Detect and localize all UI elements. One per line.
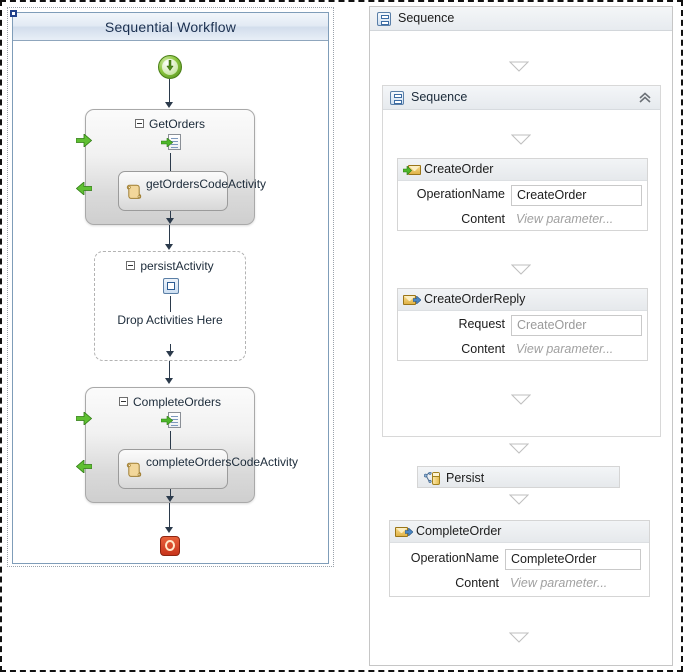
- start-icon[interactable]: [158, 55, 182, 79]
- activity-createorder[interactable]: CreateOrder OperationName CreateOrder Co…: [397, 158, 648, 231]
- activity-createorderreply-header[interactable]: CreateOrderReply: [398, 289, 647, 311]
- connector-arrow: [165, 102, 173, 108]
- activity-persistactivity[interactable]: persistActivity Drop Activities Here: [94, 251, 246, 361]
- drop-target-triangle[interactable]: [511, 264, 531, 275]
- scroll-glyph: [126, 462, 142, 477]
- sequence-icon: [377, 12, 391, 26]
- activity-getorderscodeactivity[interactable]: getOrdersCodeActivity: [118, 171, 267, 211]
- field-row-content[interactable]: Content View parameter...: [398, 209, 647, 235]
- sequence-icon: [390, 91, 404, 105]
- activity-getorders[interactable]: GetOrders: [76, 109, 267, 225]
- drop-target-triangle[interactable]: [509, 443, 529, 454]
- start-arrow-glyph: [166, 60, 174, 71]
- drop-target-triangle[interactable]: [509, 494, 529, 505]
- activity-completeorders-title: CompleteOrders: [86, 395, 254, 409]
- field-label: Content: [461, 342, 505, 356]
- persist-icon: [424, 471, 441, 486]
- legacy-workflow-body[interactable]: GetOrders: [13, 41, 328, 563]
- activity-completeorder-label: CompleteOrder: [416, 524, 502, 538]
- legacy-workflow-canvas[interactable]: Sequential Workflow GetOrders: [12, 12, 329, 564]
- activity-getorders-title: GetOrders: [86, 117, 254, 131]
- field-row-operationname[interactable]: OperationName CreateOrder: [398, 183, 647, 209]
- activity-createorder-label: CreateOrder: [424, 162, 494, 176]
- drop-target-triangle[interactable]: [511, 134, 531, 145]
- drop-target-triangle[interactable]: [509, 632, 529, 643]
- receive-envelope-icon: [403, 164, 421, 176]
- field-value-input[interactable]: CreateOrder: [511, 315, 642, 336]
- drop-activities-hint: Drop Activities Here: [117, 313, 223, 327]
- activity-createorder-header[interactable]: CreateOrder: [398, 159, 647, 181]
- field-row-operationname[interactable]: OperationName CompleteOrder: [390, 547, 649, 573]
- field-value-input[interactable]: CreateOrder: [511, 185, 642, 206]
- activity-createorderreply[interactable]: CreateOrderReply Request CreateOrder Con…: [397, 288, 648, 361]
- field-row-request[interactable]: Request CreateOrder: [398, 313, 647, 339]
- activity-persist-label: Persist: [446, 471, 485, 485]
- field-row-content[interactable]: Content View parameter...: [398, 339, 647, 365]
- code-activity-scroll-icon: [126, 183, 143, 200]
- field-label: Content: [461, 212, 505, 226]
- sendreply-envelope-icon: [403, 294, 421, 306]
- field-label: Content: [455, 576, 499, 590]
- activity-completeorderscodeactivity[interactable]: completeOrdersCodeActivity: [118, 449, 299, 489]
- blue-out-arrow-glyph: [413, 296, 421, 304]
- activity-getorderscodeactivity-label: getOrdersCodeActivity: [146, 177, 267, 191]
- green-arrow-left-icon: [76, 412, 92, 425]
- sendreply-envelope-icon: [395, 526, 413, 538]
- green-arrow-glyph: [161, 138, 173, 147]
- drop-target-triangle[interactable]: [511, 394, 531, 405]
- view-parameter-link[interactable]: View parameter...: [516, 212, 614, 226]
- inner-sequence-header[interactable]: Sequence: [383, 86, 660, 110]
- blue-out-arrow-glyph: [405, 528, 413, 536]
- field-value-input[interactable]: CompleteOrder: [505, 549, 641, 570]
- code-activity-scroll-icon: [126, 461, 143, 478]
- view-parameter-link[interactable]: View parameter...: [516, 342, 614, 356]
- collapse-minus-icon[interactable]: [126, 261, 136, 271]
- collapse-minus-icon[interactable]: [134, 119, 144, 129]
- legacy-workflow-title: Sequential Workflow: [13, 13, 328, 41]
- activity-completeorderscodeactivity-label: completeOrdersCodeActivity: [146, 455, 299, 469]
- selection-handle[interactable]: [10, 10, 17, 17]
- outer-sequence-label: Sequence: [398, 11, 455, 25]
- legacy-workflow-selection-outline[interactable]: [7, 7, 334, 567]
- field-row-content[interactable]: Content View parameter...: [390, 573, 649, 599]
- scroll-glyph: [126, 184, 142, 199]
- inner-sequence-container[interactable]: Sequence Cre: [382, 85, 661, 437]
- activity-createorderreply-label: CreateOrderReply: [424, 292, 526, 306]
- connector-line: [169, 79, 170, 104]
- field-label: Request: [458, 317, 505, 331]
- persist-nodes-glyph: [424, 472, 432, 483]
- green-arrow-left-back-icon: [76, 460, 92, 473]
- green-arrow-left-back-icon: [76, 182, 92, 195]
- inner-sequence-label: Sequence: [411, 90, 468, 104]
- activity-completeorder-header[interactable]: CompleteOrder: [390, 521, 649, 543]
- field-label: OperationName: [410, 551, 499, 565]
- activity-persist[interactable]: Persist: [417, 466, 620, 488]
- chevron-double-up-icon[interactable]: [637, 90, 653, 106]
- collapse-minus-icon[interactable]: [118, 397, 128, 407]
- field-label: OperationName: [416, 187, 505, 201]
- drop-target-triangle[interactable]: [509, 61, 529, 72]
- stop-icon[interactable]: [160, 536, 180, 556]
- outer-sequence-header[interactable]: Sequence: [370, 7, 672, 31]
- activity-persistactivity-title: persistActivity: [95, 259, 245, 273]
- wf4-designer-canvas[interactable]: Sequence Sequence: [369, 6, 673, 666]
- green-arrow-glyph: [161, 416, 173, 425]
- activity-completeorders[interactable]: CompleteOrders: [76, 387, 299, 503]
- receive-activity-icon: [161, 134, 181, 151]
- receive-activity-icon: [161, 412, 181, 429]
- persist-activity-icon: [163, 278, 179, 294]
- view-parameter-link[interactable]: View parameter...: [510, 576, 608, 590]
- activity-completeorder[interactable]: CompleteOrder OperationName CompleteOrde…: [389, 520, 650, 597]
- green-in-arrow-glyph: [403, 165, 412, 175]
- green-arrow-left-icon: [76, 134, 92, 147]
